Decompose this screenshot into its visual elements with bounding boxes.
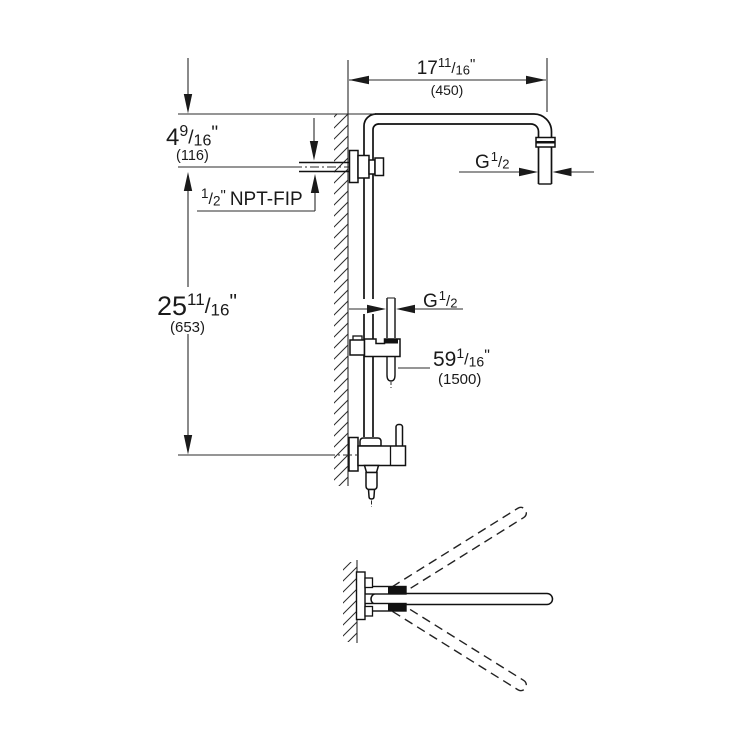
dimension-value: 2511/16" (157, 290, 237, 321)
slider-knob (349, 339, 366, 356)
callout-inlet-thread: 1/2"NPT-FIP (197, 118, 320, 212)
diverter-collar (359, 437, 382, 447)
leader-arrowhead (309, 141, 319, 161)
dimension-value: 49/16" (166, 123, 218, 151)
head-elbow-inner-arc (530, 123, 540, 138)
shower-arm-and-riser (363, 113, 556, 437)
leader-arrowhead (310, 174, 320, 193)
flange-clip-bottom (364, 605, 374, 617)
dimension-metric: (1500) (438, 371, 481, 388)
dimension-riser-height: 2511/16" (653) (157, 191, 358, 456)
wall-flange-plan (355, 571, 366, 621)
wall-union-fitting (348, 149, 385, 184)
wall-hatching (343, 562, 357, 642)
plan-view (343, 506, 554, 692)
diverter-wall-flange (348, 436, 359, 472)
flange-clip-top (364, 577, 374, 589)
holder-clamp-pad-bottom (388, 604, 406, 611)
dimension-inlet-drop: 49/16" (116) (166, 58, 376, 191)
callout-head-outlet-thread: G1/2 (459, 149, 594, 177)
supply-pipe (293, 161, 357, 173)
diverter-valve (348, 423, 407, 507)
wall-hatching (334, 114, 348, 486)
slider-clamp-cap (385, 338, 398, 344)
thread-label: 1/2"NPT-FIP (201, 186, 303, 210)
hose-nipple-tip (386, 374, 396, 382)
thread-label: G1/2 (475, 149, 509, 173)
arm-swivel-position-upper (391, 506, 527, 597)
dimension-metric: (116) (176, 148, 209, 164)
hose-connector (386, 297, 396, 388)
dimension-arrowhead (519, 167, 538, 177)
elbow-outer-arc (363, 113, 377, 127)
arm-swivel-position-lower (391, 601, 527, 692)
diverter-neck (363, 464, 380, 474)
union-neck (368, 159, 376, 175)
dimension-arrowhead (552, 167, 572, 177)
dimension-value: 1711/16" (417, 55, 476, 79)
front-view: 1711/16" (450) 49/16" (116) 2511/16" (65… (157, 55, 594, 507)
dimension-value: 591/16" (433, 345, 490, 371)
holder-clamp-pad-top (388, 587, 406, 594)
dimension-arrowhead (526, 75, 546, 85)
slider-holder (349, 335, 401, 358)
dimension-metric: (653) (170, 319, 205, 336)
diverter-body (357, 445, 407, 467)
dimension-arrowhead (183, 94, 193, 114)
diverter-outlet-bulb (365, 471, 378, 491)
dimension-arrowhead (396, 304, 415, 314)
diverter-lever (395, 423, 404, 449)
dimension-arrowhead (349, 75, 369, 85)
dimension-arrowhead (183, 172, 193, 191)
shower-arm-plan (370, 592, 554, 606)
callout-hose-outlet-thread: G1/2 (349, 288, 463, 314)
union-cap (374, 157, 385, 177)
dimension-metric: (450) (431, 82, 464, 98)
thread-label: G1/2 (423, 288, 457, 312)
wall-section (334, 60, 349, 486)
dimension-arrowhead (183, 435, 193, 455)
wall-escutcheon (348, 149, 359, 184)
diverter-outlet-tip (367, 488, 376, 500)
union-body (357, 154, 370, 179)
dimension-arm-reach: 1711/16" (450) (349, 55, 548, 112)
head-elbow-outer-arc (533, 113, 553, 138)
callout-hose-length: 591/16" (1500) (398, 345, 490, 388)
dimension-arrowhead (367, 304, 386, 314)
elbow-inner-arc (372, 123, 379, 130)
